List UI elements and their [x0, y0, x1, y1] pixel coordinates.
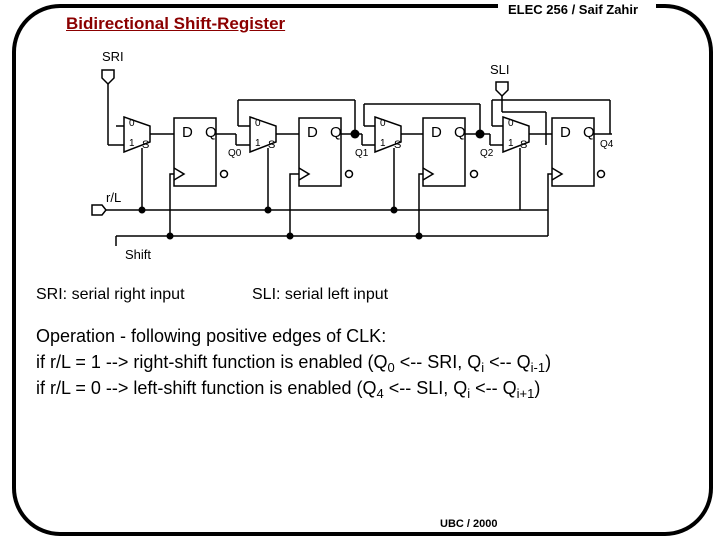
- mux0-sel-label: S: [142, 139, 150, 151]
- mux0-in1-label: 1: [129, 138, 135, 149]
- mux1-sel-label: S: [268, 139, 276, 151]
- ff0-dq-label: D Q: [182, 124, 221, 141]
- header-tab: [498, 0, 656, 22]
- course-label: ELEC 256 / Saif Zahir: [508, 2, 639, 17]
- flip-flop-2: [422, 117, 466, 187]
- shift-label: Shift: [125, 247, 152, 262]
- q0-label: Q0: [228, 148, 242, 159]
- mux1-in0-label: 0: [255, 118, 261, 129]
- mux-3: [502, 115, 530, 154]
- ff3-dq-label: D Q: [560, 124, 599, 141]
- mux3-in1-label: 1: [508, 138, 514, 149]
- q1-label: Q1: [355, 148, 369, 159]
- sli-note: SLI: serial left input: [252, 286, 389, 303]
- mux-0: [123, 115, 151, 154]
- mux-2: [374, 115, 402, 154]
- ff1-dq-label: D Q: [307, 124, 346, 141]
- rl-label: r/L: [106, 190, 122, 205]
- sli-label: SLI: [490, 62, 510, 77]
- flip-flop-0: [173, 117, 217, 187]
- mux3-in0-label: 0: [508, 118, 514, 129]
- footer-label: UBC / 2000: [440, 518, 498, 530]
- ff2-dq-label: D Q: [431, 124, 470, 141]
- sri-input-pin: [101, 69, 115, 86]
- flip-flop-3: [551, 117, 595, 187]
- sri-label: SRI: [102, 49, 124, 64]
- q2-label: Q2: [480, 148, 494, 159]
- operation-line-2: if r/L = 1 --> right-shift function is e…: [36, 352, 552, 375]
- rl-input-pin: [91, 204, 107, 216]
- mux-1: [249, 115, 277, 154]
- sli-input-pin: [495, 81, 509, 98]
- mux2-sel-label: S: [394, 139, 402, 151]
- mux2-in1-label: 1: [380, 138, 386, 149]
- slide-title: Bidirectional Shift-Register: [66, 14, 286, 33]
- mux2-in0-label: 0: [380, 118, 386, 129]
- mux3-sel-label: S: [520, 139, 528, 151]
- flip-flop-1: [298, 117, 342, 187]
- operation-line-3: if r/L = 0 --> left-shift function is en…: [36, 378, 541, 401]
- q4-label: Q4: [600, 139, 614, 150]
- mux0-in0-label: 0: [129, 118, 135, 129]
- operation-line-1: Operation - following positive edges of …: [36, 326, 387, 346]
- mux1-in1-label: 1: [255, 138, 261, 149]
- sri-note: SRI: serial right input: [36, 286, 185, 303]
